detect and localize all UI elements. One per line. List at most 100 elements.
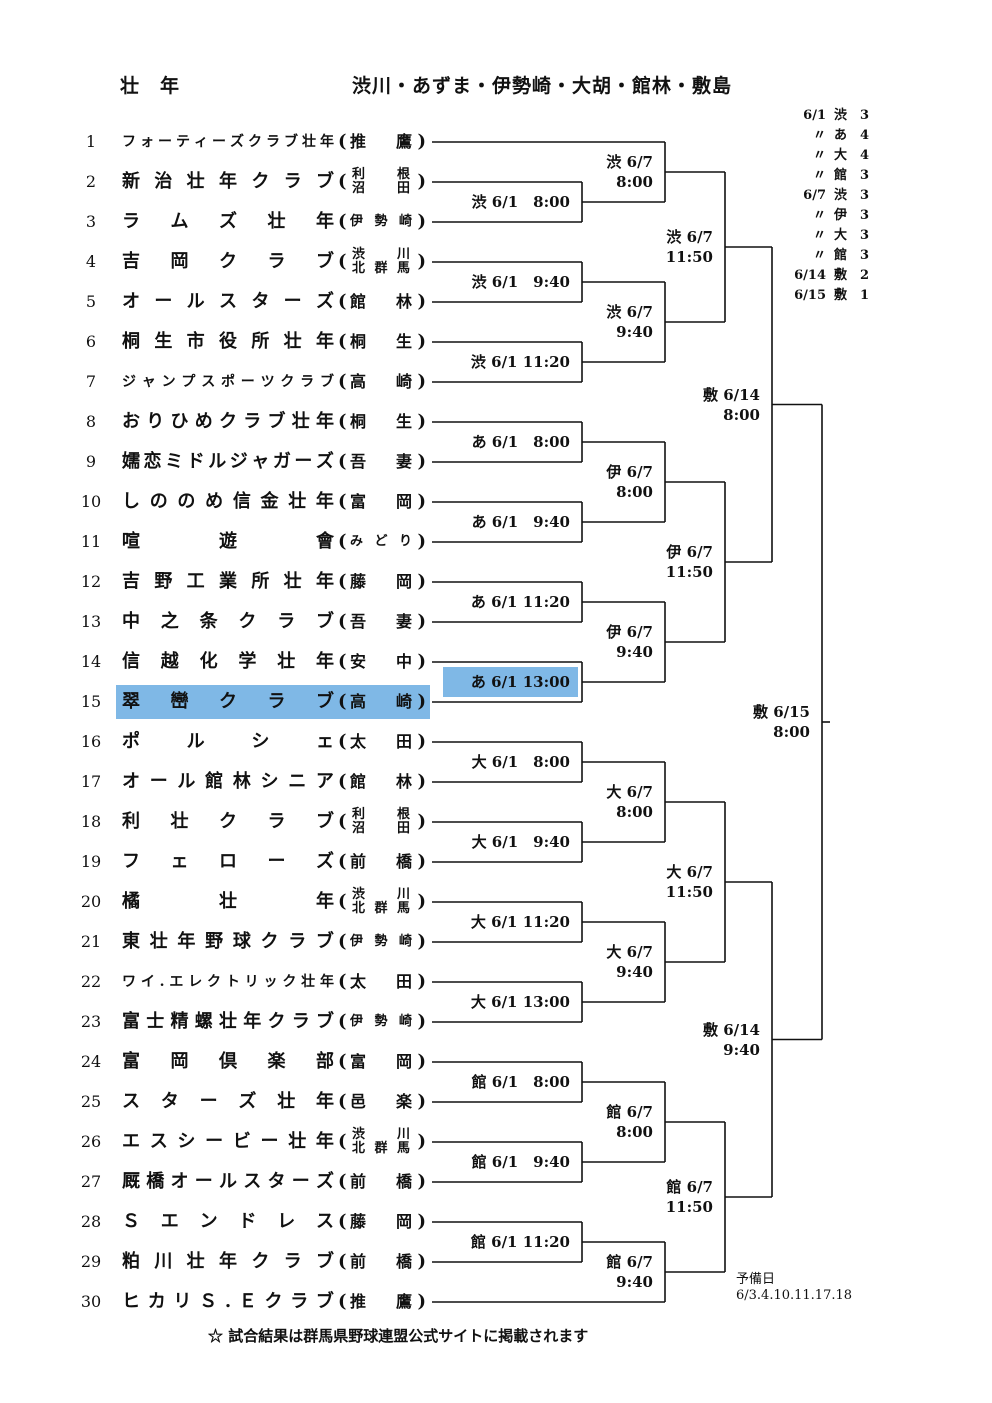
location-char: 群 [374,901,388,916]
team-name-char: 壮 [267,211,286,232]
team-name-char: ル [208,451,227,472]
location-text: 富岡 [350,1048,412,1076]
location-char: 崎 [398,934,412,949]
team-name-char: Ｅ [238,1291,257,1312]
team-name-char: 生 [154,331,173,352]
round1-match-label: 大 6/1 9:40 [471,833,570,851]
location-char: 崎 [395,372,412,391]
team-name-char: 壮 [283,331,302,352]
schedule-date: 〃 [812,248,826,263]
team-name-char: ク [280,374,295,390]
team-name-char: ラ [300,374,315,390]
location-char: 太 [350,972,367,991]
location-char: 吾 [350,612,367,631]
round1-match-label: あ 6/1 9:40 [471,513,570,531]
location-char: 勢 [374,214,388,229]
round2-match-label-line: 8:00 [616,1123,653,1141]
team-name: 東壮年野球クラブ [122,928,334,956]
team-name-char: ヒ [122,1291,140,1312]
schedule-date: 6/15 [794,288,826,303]
team-name-char: ス [218,291,237,312]
location-text: 前橋 [350,1248,412,1276]
location-char: 藤 [350,572,367,591]
paren-close: ) [417,691,426,712]
location-char: 馬 [396,261,410,276]
location-line: 北群馬 [352,1142,410,1156]
team-location: ()桐生 [338,328,426,356]
team-name-char: 遊 [219,531,237,552]
team-location: ()高崎 [338,368,426,396]
team-number: 1 [85,132,97,151]
team-name-char: 壮 [219,891,237,912]
team-name-char: 年 [319,974,334,990]
team-name-char: ー [154,291,173,312]
schedule-count: 3 [860,248,870,263]
location-char: 岡 [395,1052,412,1071]
team-name-char: ブ [316,251,334,272]
paren-open: ( [338,1091,347,1112]
team-name-char: ト [225,974,240,990]
paren-close: ) [417,1291,426,1312]
team-location: ()邑楽 [338,1088,426,1116]
location-line: 北群馬 [352,902,410,916]
schedule-date: 6/1 [803,108,826,123]
round2-match-label-line: 渋 6/7 [606,153,653,171]
round3-match-label-line: 大 6/7 [666,863,713,881]
team-location: ()推鷹 [338,128,426,156]
team-name-char: ブ [315,931,334,952]
team-name-char: エ [169,974,184,990]
team-name-char: ジ [229,451,248,472]
schedule-count: 3 [860,188,870,203]
location-char: 利 [352,167,366,182]
team-name-char: ブ [315,611,334,632]
schedule-date: 〃 [812,168,826,183]
location-text: 桐生 [350,328,412,356]
schedule-count: 4 [860,128,870,143]
location-char: 鷹 [395,132,412,151]
team-name-char: ラ [267,811,286,832]
team-name-char: ド [186,451,205,472]
team-name: 利壮クラブ [122,808,334,836]
paren-open: ( [338,1051,347,1072]
team-name-char: ー [260,1131,279,1152]
team-number: 3 [85,212,97,231]
team-name-char: ブ [315,1291,334,1312]
location-char: 鷹 [395,1292,412,1311]
location-char: 馬 [396,901,410,916]
team-name-char: ク [238,611,257,632]
team-location: ()利根沼田 [338,168,426,196]
team-location: ()安中 [338,648,426,676]
location-text: 伊勢崎 [350,208,412,236]
team-name-char: 岡 [170,1051,189,1072]
team-number: 2 [85,172,97,191]
team-name-char: ル [219,1171,237,1192]
team-name-char: フ [122,134,136,150]
location-char: 富 [350,492,367,511]
location-char: 根 [396,807,410,822]
team-name-char: フ [122,851,140,872]
team-name-char: 年 [177,931,196,952]
team-name-char: 野 [154,571,173,592]
location-line: 渋川 [352,1128,410,1142]
location-char: 渋 [352,1127,366,1142]
location-text: 前橋 [350,1168,412,1196]
location-char: 田 [396,821,410,836]
location-char: 伊 [350,934,364,949]
team-name-char: ズ [230,134,244,150]
team-name-char: 年 [316,411,334,432]
team-name: 吉岡クラブ [122,248,334,276]
team-number: 8 [85,412,97,431]
team-name-char: カ [147,1291,166,1312]
semifinal-match-label-line: 敷 6/14 [702,385,760,404]
location-char: 岡 [395,572,412,591]
team-name-char: ラ [122,211,140,232]
location-char: 川 [396,887,410,902]
team-name-char: 館 [205,771,224,792]
